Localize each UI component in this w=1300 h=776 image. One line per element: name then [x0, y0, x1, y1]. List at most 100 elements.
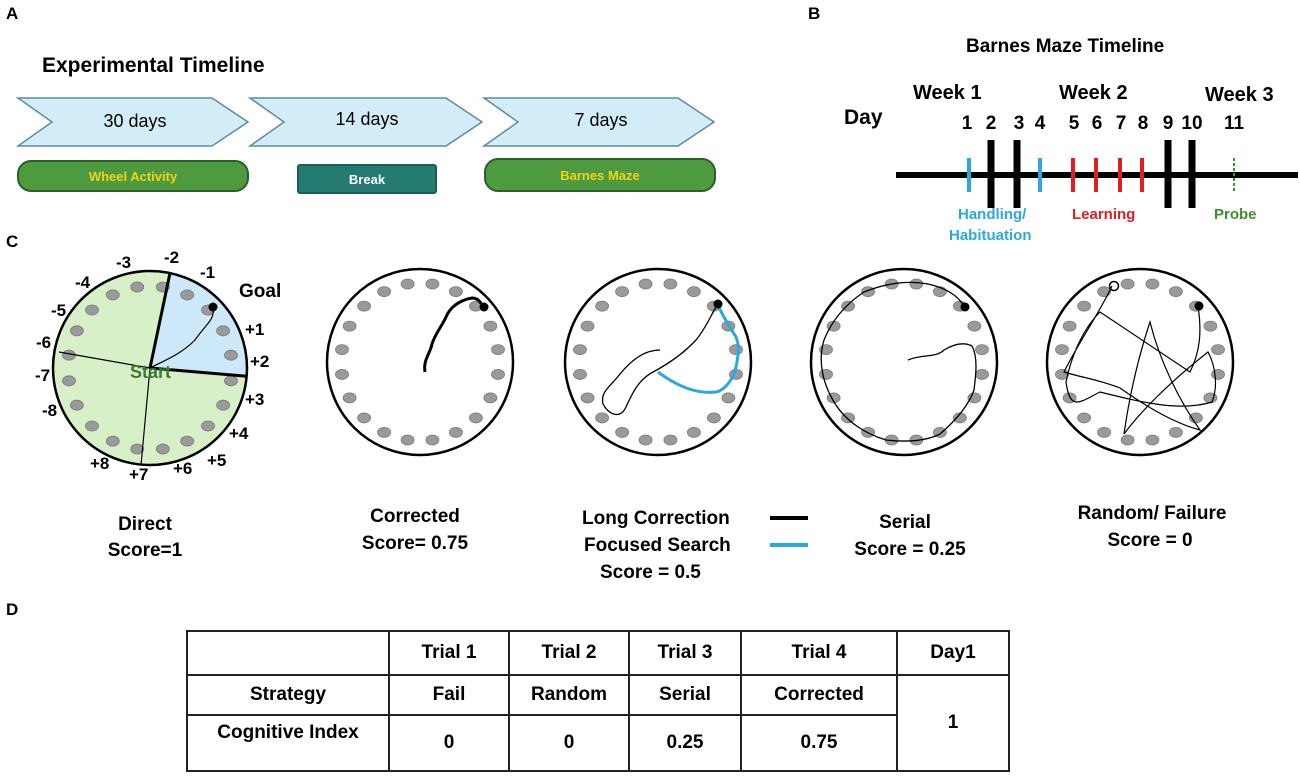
day-7: 7 [1115, 113, 1127, 134]
day-4: 4 [1034, 113, 1046, 134]
maze-hole [1077, 300, 1091, 312]
maze-hole [638, 278, 653, 290]
chevron-phase-1 [15, 97, 250, 147]
barnes-timeline-title: Barnes Maze Timeline [966, 36, 1165, 57]
maze-hole [1120, 434, 1135, 446]
maze-hole [1145, 278, 1160, 290]
long-correction-maze [563, 267, 753, 457]
focused-search-score: Score = 0.5 [600, 562, 701, 583]
corrected-maze [325, 267, 515, 457]
maze-hole [448, 426, 463, 438]
maze-hole [967, 392, 982, 404]
maze-hole [1120, 278, 1135, 290]
strategy-cell: Serial [628, 674, 742, 716]
maze-hole [180, 435, 195, 447]
maze-hole [638, 434, 653, 446]
start-hole [1108, 280, 1120, 292]
corrected-score: Score= 0.75 [361, 533, 469, 554]
panel-letter-c: C [6, 232, 19, 251]
maze-hole [105, 289, 120, 301]
maze-hole [342, 392, 357, 404]
maze-hole [595, 412, 609, 424]
angle-label: +6 [173, 459, 193, 478]
maze-rim [51, 269, 249, 467]
random-maze [1045, 267, 1235, 457]
maze-hole [580, 392, 595, 404]
day-5: 5 [1068, 113, 1080, 134]
angle-label: +1 [245, 320, 265, 339]
maze-hole [377, 286, 391, 298]
maze-hole [377, 426, 391, 438]
goal-hole [1194, 301, 1204, 311]
random-label: Random/ Failure [1077, 503, 1227, 524]
maze-hole [483, 392, 498, 404]
angle-label: +8 [90, 454, 110, 473]
angle-label: +4 [229, 424, 249, 443]
day-8: 8 [1137, 113, 1149, 134]
angle-label: -4 [75, 273, 91, 292]
angle-label: -5 [51, 301, 67, 320]
angle-label: -8 [42, 401, 58, 420]
cognitive-index-table: Trial 1 Trial 2 Trial 3 Trial 4 Day1 Str… [186, 630, 1010, 772]
day-3: 3 [1013, 113, 1025, 134]
maze-hole [62, 375, 76, 387]
maze-hole [975, 369, 989, 380]
maze-hole [85, 304, 99, 316]
quadrant-divider [148, 272, 172, 369]
maze-hole [216, 325, 231, 337]
maze-hole [1145, 434, 1160, 446]
goal-label: Goal [239, 281, 282, 302]
day-1: 1 [961, 113, 973, 134]
maze-hole [1211, 344, 1225, 355]
day-2: 2 [985, 113, 997, 134]
maze-hole [468, 412, 483, 424]
maze-hole [729, 344, 743, 355]
maze-disc [1045, 267, 1235, 457]
experimental-timeline-title: Experimental Timeline [42, 54, 265, 77]
week-3-label: Week 3 [1205, 84, 1274, 106]
maze-hole [335, 344, 349, 355]
index-cell: 0.75 [740, 714, 898, 772]
panel-letter-b: B [808, 4, 821, 23]
day-6: 6 [1091, 113, 1103, 134]
random-score: Score = 0 [1107, 530, 1193, 551]
index-cell: 0 [508, 714, 630, 772]
maze-hole [686, 426, 701, 438]
maze-hole [573, 369, 587, 380]
legend-swatches [770, 516, 808, 547]
wheel-activity-pill: Wheel Activity [17, 160, 249, 192]
maze-holes [335, 278, 505, 446]
angle-label: +5 [207, 451, 227, 470]
maze-hole [130, 281, 145, 293]
angle-label: +3 [245, 390, 265, 409]
random-path [1063, 285, 1217, 435]
maze-hole [201, 420, 215, 432]
maze-hole [663, 434, 678, 446]
maze-hole [975, 344, 989, 355]
learning-label: Learning [1072, 206, 1136, 223]
phase-1-duration: 30 days [103, 111, 167, 131]
day-9: 9 [1162, 113, 1174, 134]
goal-hole [479, 302, 489, 312]
maze-hole [483, 320, 498, 332]
maze-hole [1097, 426, 1111, 438]
header-cell-trial-4: Trial 4 [740, 630, 898, 676]
maze-hole [686, 286, 701, 298]
cognitive-index-row-label: Cognitive Index [186, 714, 390, 772]
day-10: 10 [1181, 113, 1203, 134]
maze-disc [563, 267, 753, 457]
corrected-label: Corrected [370, 506, 460, 527]
strategy-row: Strategy Fail Random Serial Corrected 1 [186, 674, 1010, 772]
maze-hole [448, 286, 463, 298]
handling-label: Handling/ [958, 206, 1027, 223]
maze-hole [615, 426, 629, 438]
maze-hole [1168, 286, 1183, 298]
goal-hole [960, 302, 970, 312]
header-cell-empty [186, 630, 390, 676]
quadrant-divider [140, 367, 151, 466]
maze-hole [952, 412, 967, 424]
strategy-row-label: Strategy [186, 674, 390, 716]
maze-hole [909, 278, 924, 290]
maze-hole [1211, 369, 1225, 380]
goal-hole [713, 299, 723, 309]
